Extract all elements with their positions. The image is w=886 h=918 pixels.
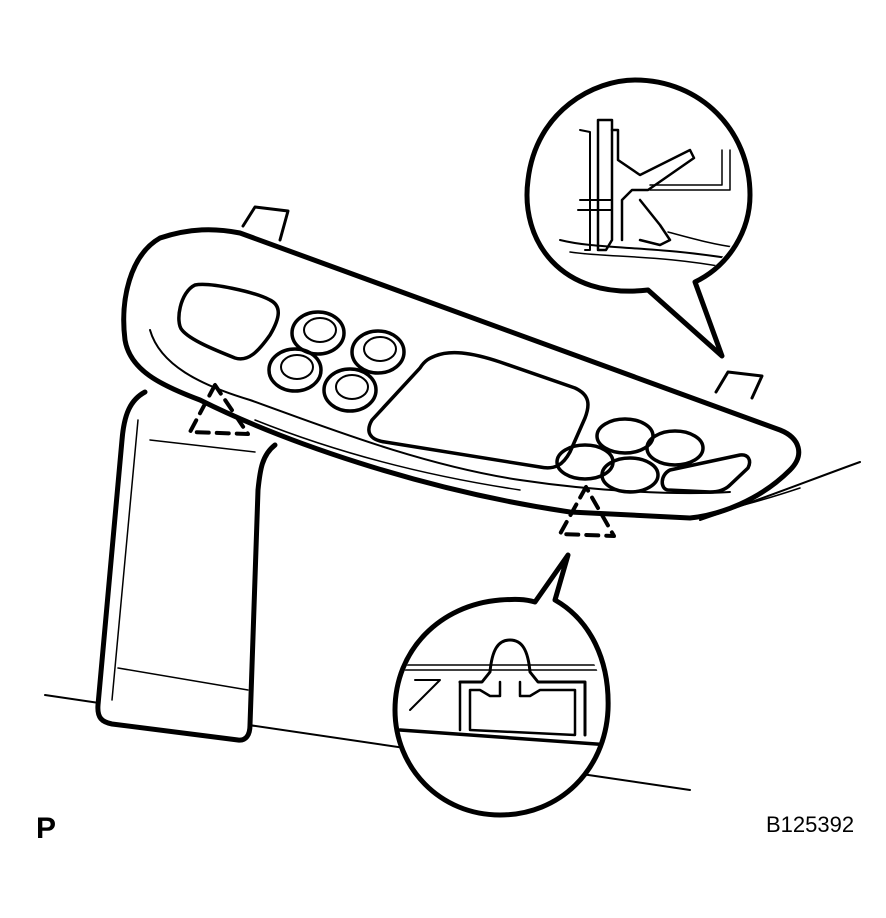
detail-callout-upper	[524, 77, 753, 359]
page-letter-label: P	[36, 812, 57, 845]
figure-id-label: B125392	[766, 812, 855, 837]
overhead-console	[121, 227, 802, 521]
sun-visor	[95, 389, 278, 743]
left-button-2	[350, 329, 406, 375]
left-button-1	[290, 310, 346, 356]
clip-marker-left	[188, 383, 250, 436]
left-button-3	[267, 347, 323, 393]
map-lamp-left	[177, 282, 280, 361]
right-button-2	[645, 429, 705, 467]
map-lamp-right	[660, 453, 752, 494]
right-button-4	[600, 456, 660, 494]
clip-marker-right	[558, 485, 616, 538]
right-switch-cluster	[555, 417, 705, 494]
left-button-4	[322, 367, 378, 413]
mounting-tabs	[241, 205, 764, 400]
center-lens	[367, 350, 590, 470]
detail-callout-lower	[392, 552, 611, 818]
left-switch-cluster	[267, 310, 406, 413]
